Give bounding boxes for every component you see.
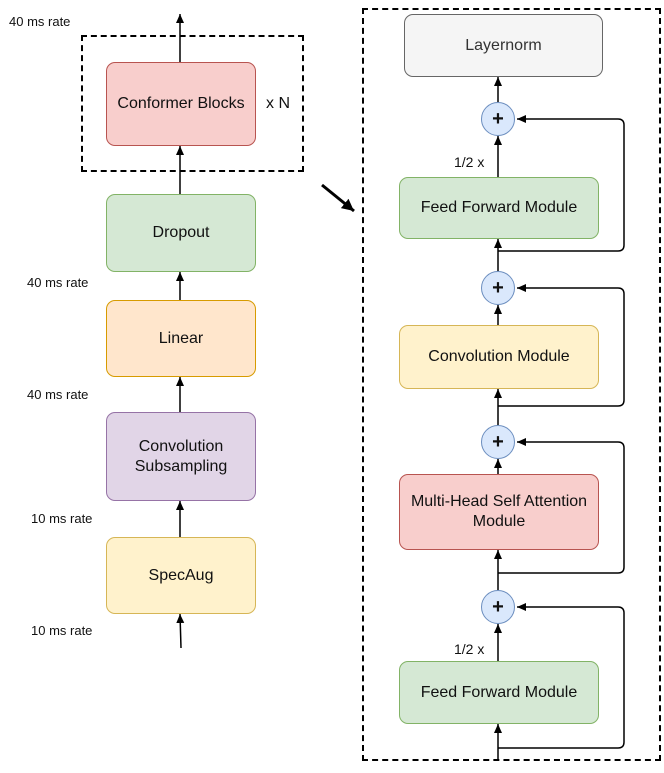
- skip-to-sum4: [498, 603, 625, 749]
- repeat-label: x N: [266, 95, 290, 112]
- rate-label-dropout: 40 ms rate: [27, 275, 89, 290]
- dropout-block: Dropout: [106, 194, 256, 272]
- layernorm-block: Layernorm: [404, 14, 603, 77]
- half-step-label-top: 1/2 x: [454, 154, 485, 170]
- rate-label-top: 40 ms rate: [9, 14, 71, 29]
- feed-forward-module-top: Feed Forward Module: [399, 177, 599, 239]
- multi-head-self-attention-module: Multi-Head Self Attention Module: [399, 474, 599, 550]
- feed-forward-module-bottom: Feed Forward Module: [399, 661, 599, 724]
- rate-label-input: 10 ms rate: [31, 623, 93, 638]
- skip-to-sum2: [498, 284, 625, 407]
- conformer-block-detail-frame: [362, 8, 661, 761]
- sum-node-3: +: [481, 425, 515, 459]
- skip-to-sum1: [498, 115, 625, 252]
- rate-label-linear: 40 ms rate: [27, 387, 89, 402]
- sum-node-2: +: [481, 271, 515, 305]
- conformer-group-frame: [81, 35, 304, 172]
- skip-to-sum3: [498, 438, 625, 574]
- rate-label-subsampling: 10 ms rate: [31, 511, 93, 526]
- sum-node-1: +: [481, 102, 515, 136]
- expand-arrow: [321, 183, 355, 213]
- arrow-input: [176, 613, 185, 649]
- conformer-blocks: Conformer Blocks: [106, 62, 256, 146]
- convolution-subsampling-block: Convolution Subsampling: [106, 412, 256, 501]
- linear-block: Linear: [106, 300, 256, 377]
- specaug-block: SpecAug: [106, 537, 256, 614]
- convolution-module: Convolution Module: [399, 325, 599, 389]
- sum-node-4: +: [481, 590, 515, 624]
- half-step-label-bottom: 1/2 x: [454, 641, 485, 657]
